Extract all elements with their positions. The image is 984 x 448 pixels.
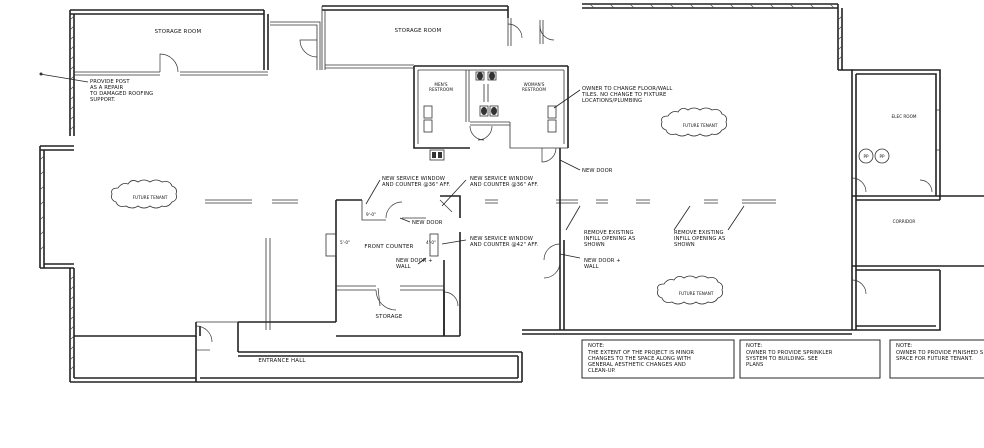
note-service-window-2a: NEW SERVICE WINDOW: [470, 176, 533, 182]
room-label-mens-1: MEN'S: [434, 82, 448, 87]
note-box-3: NOTE: OWNER TO PROVIDE FINISHED S SPACE …: [889, 339, 984, 379]
dimension-label: 5'-0": [340, 240, 350, 245]
note-new-door-wall-left-2: WALL: [396, 264, 411, 270]
note-line: OWNER TO PROVIDE FINISHED S: [896, 350, 983, 356]
note-floor-tiles-2: TILES. NO CHANGE TO FIXTURE: [581, 92, 666, 98]
room-label-future-tenant-right-top: FUTURE TENANT: [683, 123, 718, 128]
note-service-window-2b: AND COUNTER @36" AFF.: [470, 182, 539, 188]
room-label-front-counter: FRONT COUNTER: [364, 244, 413, 250]
note-remove-infill-1a: REMOVE EXISTING: [584, 230, 634, 236]
note-remove-infill-2c: SHOWN: [674, 242, 695, 248]
note-line: PLANS: [746, 362, 763, 368]
dimension-label: 9'-0": [366, 212, 376, 217]
note-line: CLEAN-UP.: [588, 368, 616, 374]
note-new-door-wall-left-1: NEW DOOR +: [396, 258, 433, 264]
note-line: OWNER TO PROVIDE SPRINKLER: [746, 350, 833, 356]
room-label-storage-small: STORAGE: [375, 314, 402, 320]
note-new-door-wall-right-2: WALL: [584, 264, 599, 270]
note-title: NOTE:: [746, 343, 763, 349]
note-roof-post-1: PROVIDE POST: [90, 79, 130, 85]
note-line: SPACE FOR FUTURE TENANT.: [896, 356, 973, 362]
room-label-storage-left: STORAGE ROOM: [155, 29, 202, 35]
leader-lines: [39, 72, 745, 265]
note-floor-tiles-3: LOCATIONS/PLUMBING: [582, 98, 642, 104]
note-line: GENERAL AESTHETIC CHANGES AND: [588, 362, 686, 368]
dimension-label: 4'-0": [426, 240, 436, 245]
note-service-window-1a: NEW SERVICE WINDOW: [382, 176, 445, 182]
room-label-womens-2: RESTROOM: [522, 87, 546, 92]
note-roof-post-3: TO DAMAGED ROOFING: [89, 91, 153, 97]
room-label-future-tenant-left: FUTURE TENANT: [133, 195, 168, 200]
restroom-fixtures: [423, 71, 557, 161]
note-line: CHANGES TO THE SPACE ALONG WITH: [588, 356, 691, 362]
note-remove-infill-2b: INFILL OPENING AS: [674, 236, 725, 242]
note-service-window-3b: AND COUNTER @42" AFF.: [470, 242, 539, 248]
note-line: SYSTEM TO BUILDING. SEE: [746, 356, 818, 362]
note-box-1: NOTE: THE EXTENT OF THE PROJECT IS MINOR…: [581, 339, 735, 379]
interior-walls: [74, 6, 776, 337]
note-new-door-wall-right-1: NEW DOOR +: [584, 258, 621, 264]
note-service-window-1b: AND COUNTER @36" AFF.: [382, 182, 451, 188]
exterior-walls: [39, 3, 984, 383]
note-line: THE EXTENT OF THE PROJECT IS MINOR: [587, 350, 694, 356]
room-label-entrance-hall: ENTRANCE HALL: [258, 358, 305, 364]
note-new-door-upper: NEW DOOR: [582, 168, 613, 174]
annotations: PROVIDE POST AS A REPAIR TO DAMAGED ROOF…: [89, 79, 725, 270]
note-floor-tiles-1: OWNER TO CHANGE FLOOR/WALL: [582, 86, 672, 92]
doors: [159, 23, 933, 351]
room-labels: STORAGE ROOM STORAGE ROOM MEN'S RESTROOM…: [133, 28, 917, 364]
note-roof-post-4: SUPPORT.: [90, 97, 116, 103]
panel-label: PP: [863, 154, 869, 159]
room-label-womens-1: WOMAN'S: [524, 82, 545, 87]
revision-clouds: [111, 107, 727, 305]
left-wall-hatching: [39, 3, 843, 371]
note-title: NOTE:: [896, 343, 913, 349]
room-label-future-tenant-right-bottom: FUTURE TENANT: [679, 291, 714, 296]
room-label-corridor: CORRIDOR: [893, 219, 916, 224]
note-remove-infill-1c: SHOWN: [584, 242, 605, 248]
panel-label: PP: [879, 154, 885, 159]
note-title: NOTE:: [588, 343, 605, 349]
note-remove-infill-1b: INFILL OPENING AS: [584, 236, 635, 242]
note-service-window-3a: NEW SERVICE WINDOW: [470, 236, 533, 242]
note-roof-post-2: AS A REPAIR: [90, 85, 123, 91]
note-new-door-counter: NEW DOOR: [412, 220, 443, 226]
note-box-2: NOTE: OWNER TO PROVIDE SPRINKLER SYSTEM …: [739, 339, 881, 379]
room-label-elec-room: ELEC ROOM: [892, 114, 917, 119]
electrical-panels: PP PP: [858, 109, 940, 164]
note-remove-infill-2a: REMOVE EXISTING: [674, 230, 724, 236]
room-label-mens-2: RESTROOM: [429, 87, 453, 92]
room-label-storage-center: STORAGE ROOM: [395, 28, 442, 34]
